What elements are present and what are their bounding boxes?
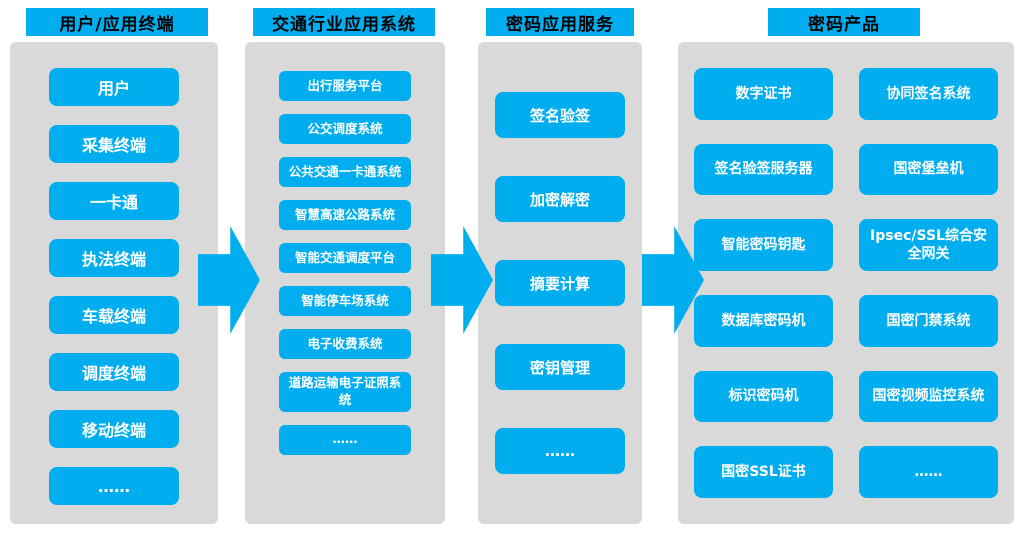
crypto-service-item: 加密解密 — [495, 176, 625, 222]
user-terminal-item: 用户 — [49, 68, 179, 106]
user-terminal-item: 采集终端 — [49, 125, 179, 163]
column-header-crypto-services: 密码应用服务 — [486, 8, 634, 36]
transport-system-item: 出行服务平台 — [279, 71, 411, 101]
crypto-service-item: 摘要计算 — [495, 260, 625, 306]
crypto-services-list: 签名验签加密解密摘要计算密钥管理 …… — [478, 42, 642, 524]
crypto-product-item: 智能密码钥匙 — [694, 219, 833, 271]
panel-transport-systems: 出行服务平台公交调度系统公共交通一卡通系统智慧高速公路系统智能交通调度平台智能停… — [245, 42, 445, 524]
crypto-service-item: …… — [495, 428, 625, 474]
crypto-product-item: …… — [859, 446, 998, 498]
crypto-product-item: Ipsec/SSL综合安全网关 — [859, 219, 998, 271]
column-header-crypto-products: 密码产品 — [768, 8, 920, 36]
panel-crypto-services: 签名验签加密解密摘要计算密钥管理 …… — [478, 42, 642, 524]
user-terminal-item: 执法终端 — [49, 239, 179, 277]
crypto-products-grid: 数字证书协同签名系统签名验签服务器国密堡垒机智能密码钥匙 Ipsec/SSL综合安… — [678, 42, 1014, 524]
transport-system-item: 公交调度系统 — [279, 114, 411, 144]
crypto-service-item: 签名验签 — [495, 92, 625, 138]
crypto-product-item: 国密SSL证书 — [694, 446, 833, 498]
crypto-service-item: 密钥管理 — [495, 344, 625, 390]
user-terminal-item: 移动终端 — [49, 410, 179, 448]
column-header-transport-systems: 交通行业应用系统 — [253, 8, 435, 36]
transport-systems-list: 出行服务平台公交调度系统公共交通一卡通系统智慧高速公路系统智能交通调度平台智能停… — [245, 42, 445, 524]
user-terminal-item: …… — [49, 467, 179, 505]
crypto-product-item: 国密门禁系统 — [859, 294, 998, 347]
crypto-product-item: 国密视频监控系统 — [859, 370, 998, 423]
transport-system-item: …… — [279, 424, 411, 455]
crypto-product-item: 签名验签服务器 — [694, 143, 833, 196]
user-terminal-item: 一卡通 — [49, 182, 179, 220]
crypto-product-item: 国密堡垒机 — [859, 143, 998, 196]
panel-user-terminals: 用户采集终端一卡通执法终端车载终端调度终端移动终端 …… — [10, 42, 218, 524]
crypto-product-item: 数字证书 — [694, 68, 833, 120]
crypto-product-item: 数据库密码机 — [694, 294, 833, 347]
panel-crypto-products: 数字证书协同签名系统签名验签服务器国密堡垒机智能密码钥匙 Ipsec/SSL综合安… — [678, 42, 1014, 524]
transport-system-item: 智慧高速公路系统 — [279, 200, 411, 230]
user-terminals-list: 用户采集终端一卡通执法终端车载终端调度终端移动终端 …… — [10, 42, 218, 524]
column-header-user-terminals: 用户/应用终端 — [26, 8, 208, 36]
transport-system-item: 道路运输电子证照系统 — [279, 372, 411, 412]
crypto-product-item: 协同签名系统 — [859, 68, 998, 120]
user-terminal-item: 调度终端 — [49, 353, 179, 391]
transport-system-item: 智能停车场系统 — [279, 286, 411, 316]
transport-system-item: 电子收费系统 — [279, 329, 411, 359]
transport-system-item: 智能交通调度平台 — [279, 243, 411, 273]
transport-system-item: 公共交通一卡通系统 — [279, 157, 411, 187]
crypto-product-item: 标识密码机 — [694, 370, 833, 423]
user-terminal-item: 车载终端 — [49, 296, 179, 334]
